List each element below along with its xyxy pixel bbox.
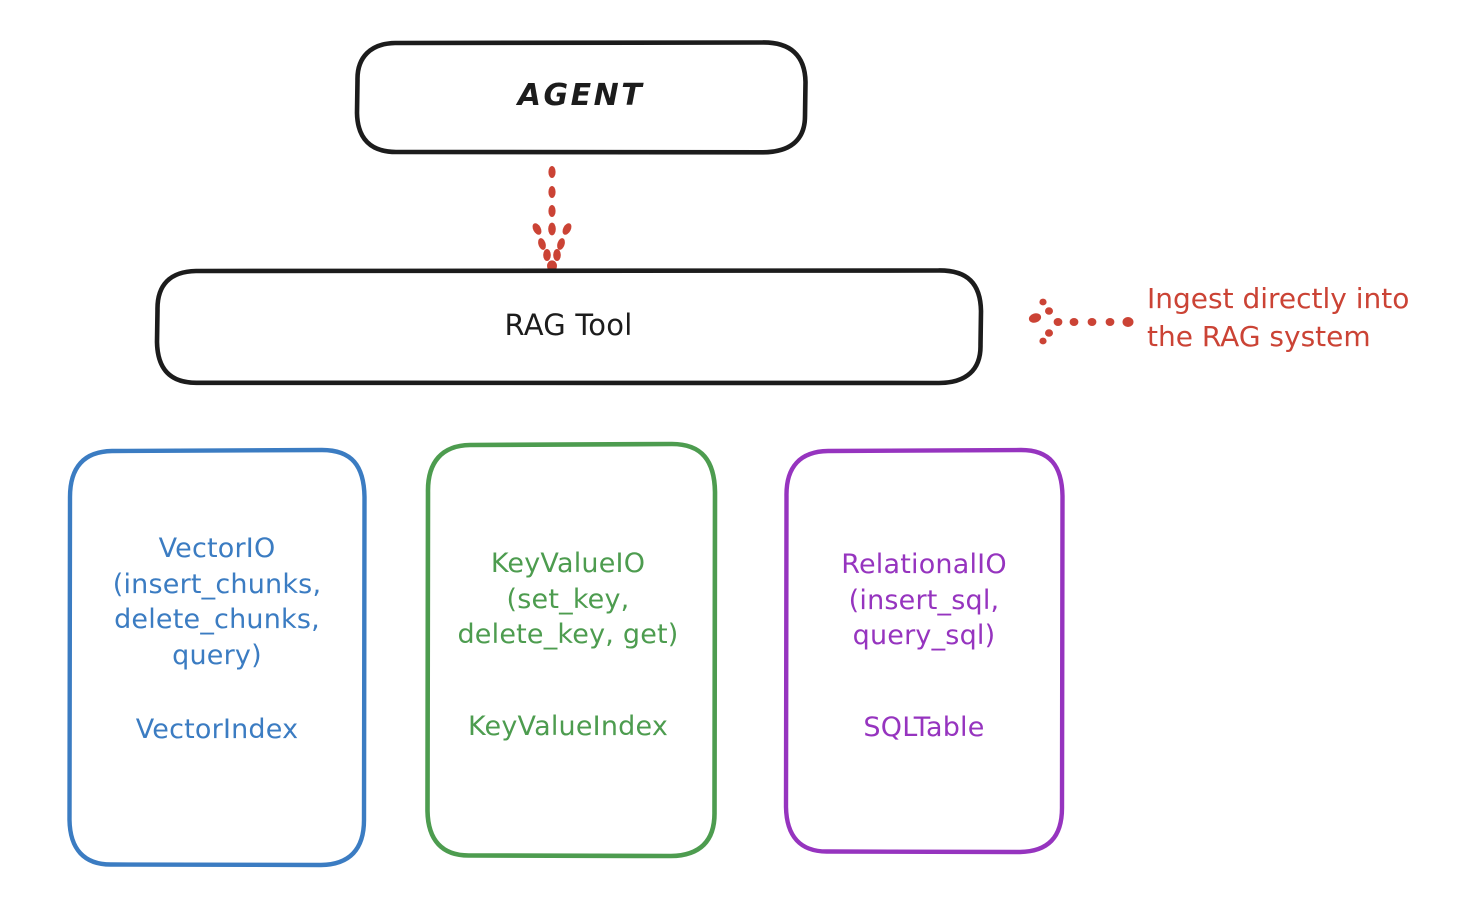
agent-to-rag-arrow (532, 166, 572, 272)
ingest-annotation-label: Ingest directly into the RAG system (1147, 282, 1410, 353)
ingest-arrow (1028, 298, 1134, 345)
vector-store-box-outline (67, 447, 367, 868)
keyvalue-store-node[interactable] (425, 441, 718, 859)
agent-box-outline (354, 40, 808, 155)
relational-store-box-outline (783, 447, 1065, 855)
rag-tool-node[interactable] (154, 268, 984, 386)
keyvalue-store-box-outline (425, 441, 718, 859)
rag-tool-box-outline (154, 268, 984, 386)
agent-node[interactable] (354, 40, 808, 155)
relational-store-node[interactable] (783, 447, 1065, 855)
vector-store-node[interactable] (67, 447, 367, 868)
